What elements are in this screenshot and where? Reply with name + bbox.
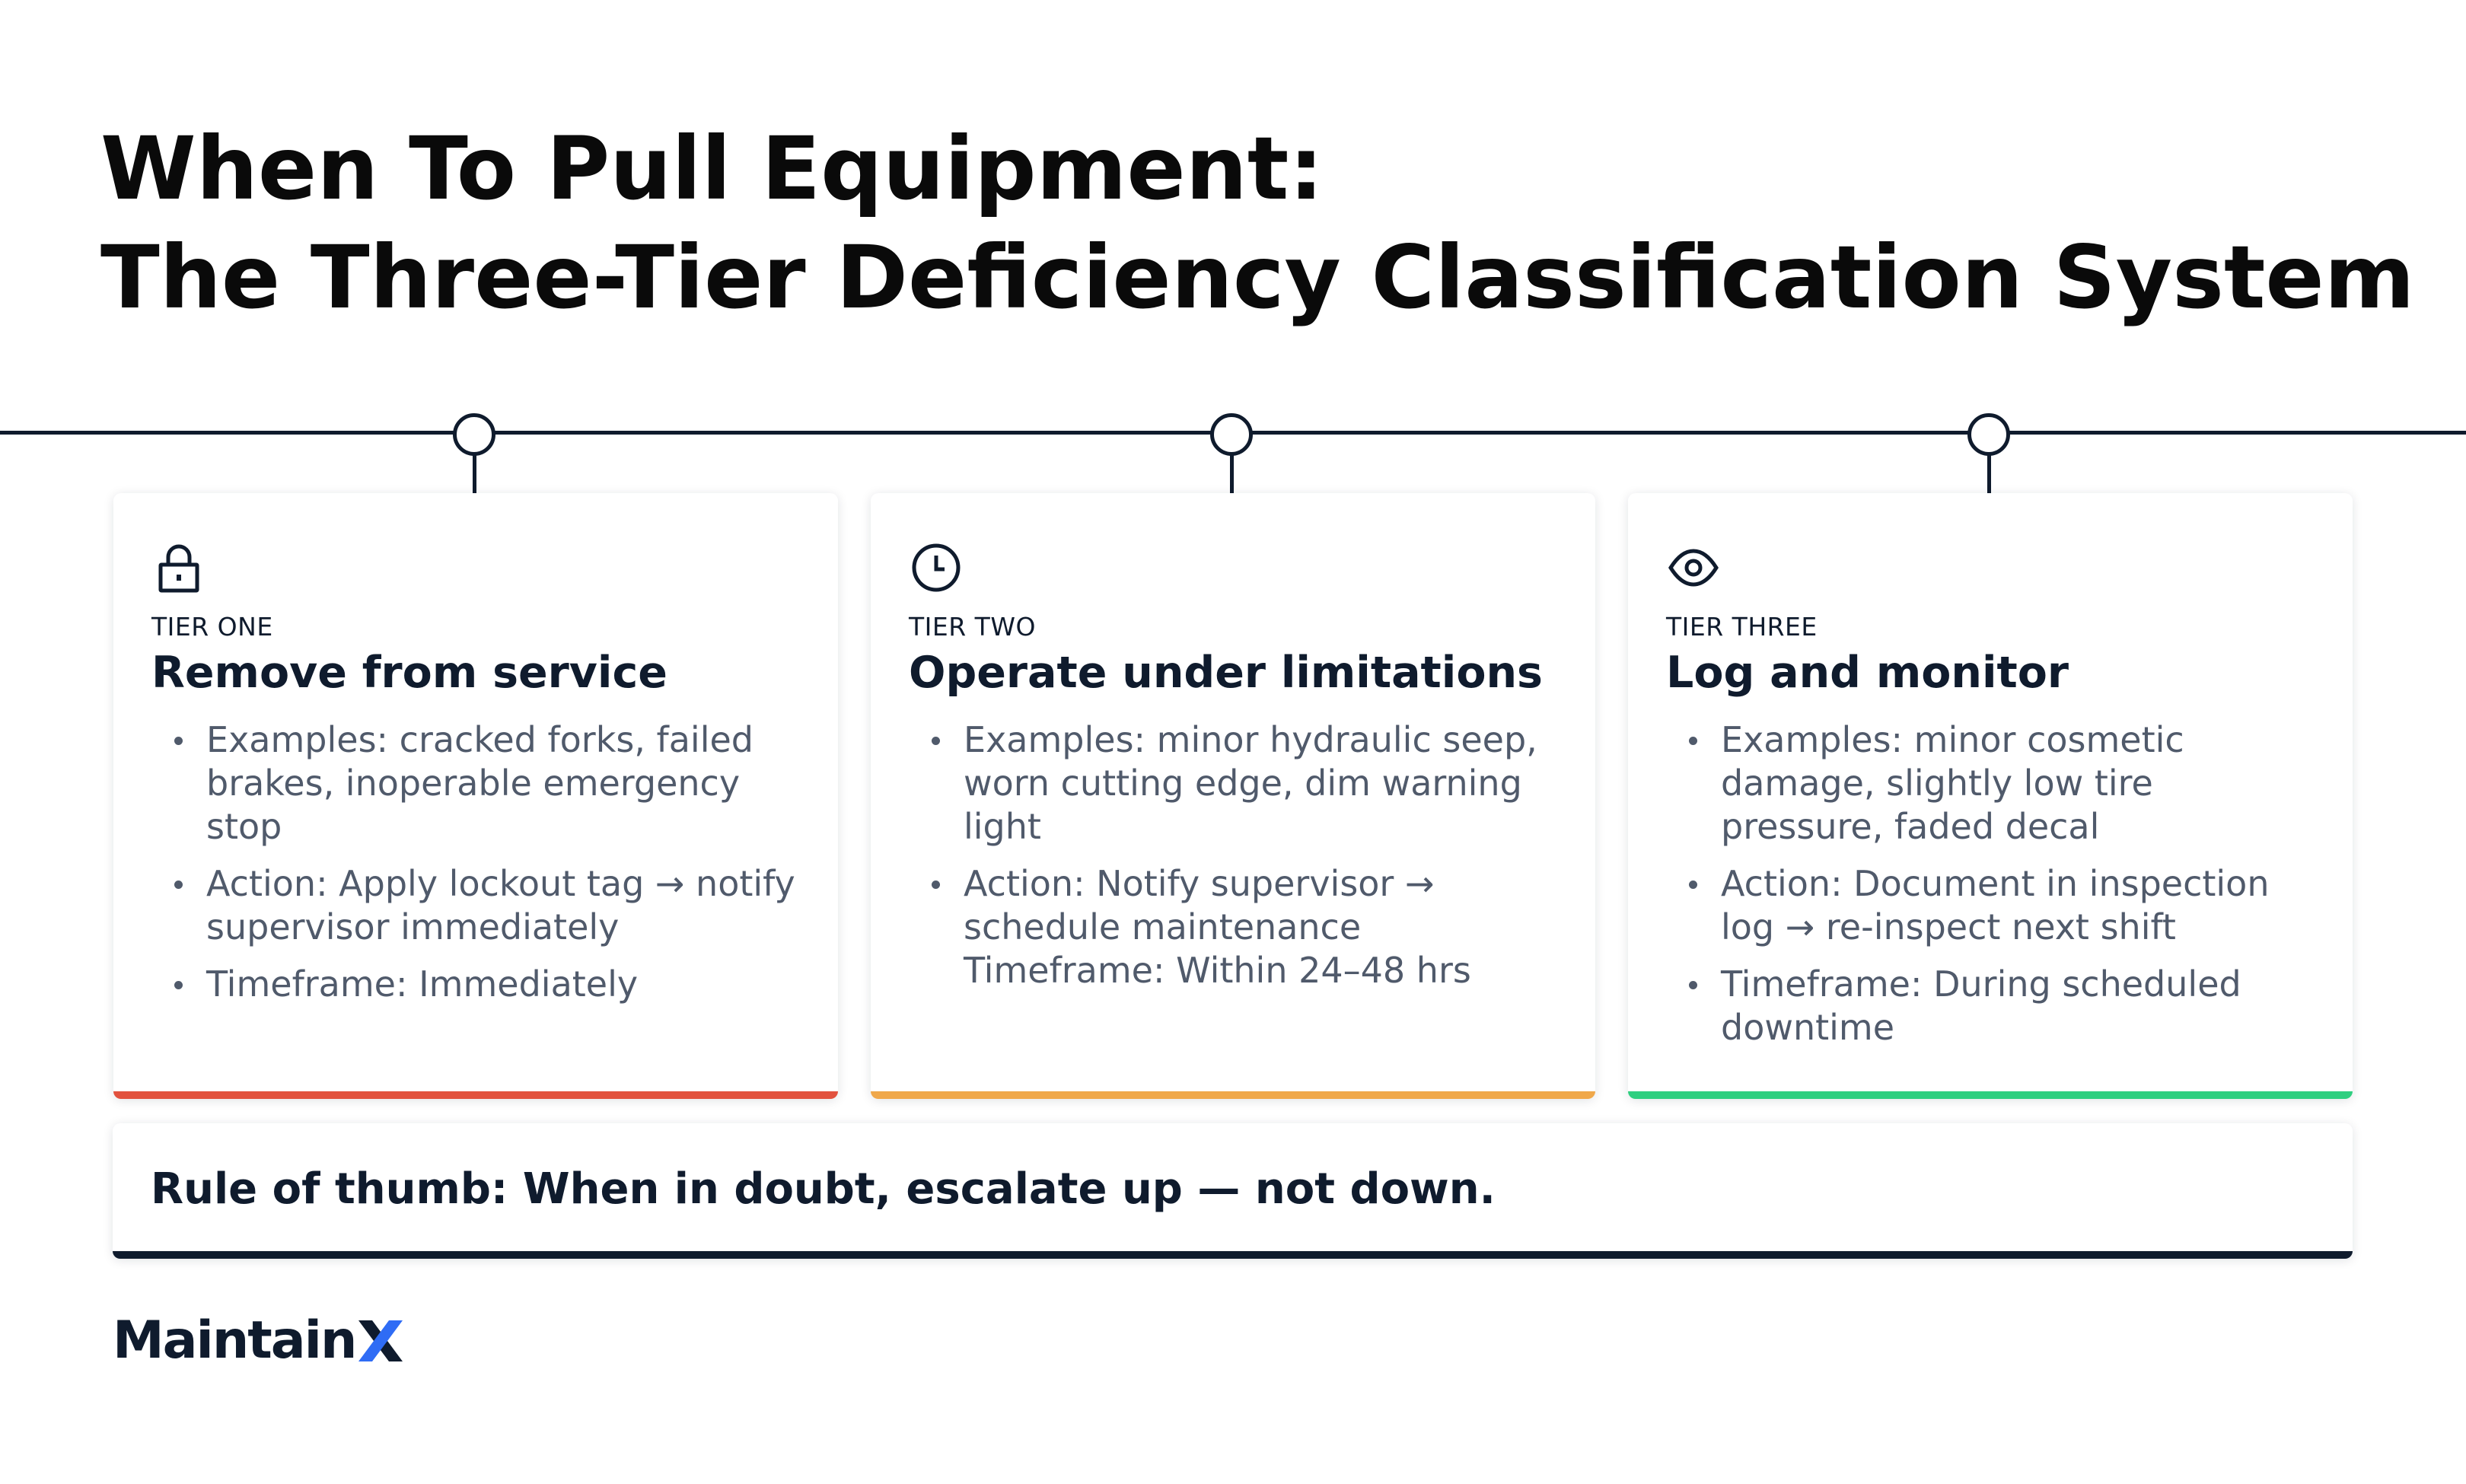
timeline-stem-tier-two <box>1230 454 1234 494</box>
lock-icon <box>158 544 199 593</box>
timeline-stem-tier-one <box>473 454 476 494</box>
logo-wordmark: Maintain <box>113 1310 357 1371</box>
tier-card-two: TIER TWO Operate under limitations Examp… <box>871 493 1595 1099</box>
tier-card-one: TIER ONE Remove from service Examples: c… <box>113 493 838 1099</box>
title-line-2: The Three-Tier Deficiency Classification… <box>100 227 2415 328</box>
tier-bullet-list: Examples: cracked forks, failed brakes, … <box>151 718 800 1006</box>
list-item: Action: Apply lockout tag → notify super… <box>168 862 800 949</box>
list-item: Timeframe: Immediately <box>168 963 800 1006</box>
maintainx-logo: Maintain <box>113 1310 404 1371</box>
tier-label: TIER ONE <box>151 612 273 642</box>
timeline-node-tier-one <box>453 413 495 456</box>
eye-icon <box>1668 549 1719 587</box>
title-line-1: When To Pull Equipment: <box>100 118 1324 219</box>
rule-of-thumb-bar <box>113 1251 2353 1259</box>
rule-of-thumb-text: Rule of thumb: When in doubt, escalate u… <box>151 1164 1496 1214</box>
tier-title: Log and monitor <box>1666 648 2069 698</box>
list-item: Timeframe: During scheduled downtime <box>1683 963 2315 1049</box>
tier-card-three: TIER THREE Log and monitor Examples: min… <box>1628 493 2353 1099</box>
tier-title: Operate under limitations <box>909 648 1543 698</box>
timeline-node-tier-three <box>1967 413 2010 456</box>
tier-bullet-list: Examples: minor cosmetic damage, slightl… <box>1666 718 2315 1049</box>
rule-of-thumb-banner: Rule of thumb: When in doubt, escalate u… <box>113 1123 2353 1259</box>
clock-icon <box>912 543 961 592</box>
list-item: Examples: cracked forks, failed brakes, … <box>168 718 800 849</box>
tier-color-bar <box>113 1091 838 1099</box>
tier-label: TIER THREE <box>1666 612 1818 642</box>
logo-x-mark-icon <box>358 1320 403 1361</box>
tier-color-bar <box>871 1091 1595 1099</box>
list-item: Action: Notify supervisor → schedule mai… <box>926 862 1557 949</box>
timeline-stem-tier-three <box>1987 454 1991 494</box>
tier-bullet-list: Examples: minor hydraulic seep, worn cut… <box>909 718 1557 992</box>
tier-color-bar <box>1628 1091 2353 1099</box>
list-item: Examples: minor hydraulic seep, worn cut… <box>926 718 1557 849</box>
list-item: Action: Document in inspection log → re-… <box>1683 862 2315 949</box>
list-item: Examples: minor cosmetic damage, slightl… <box>1683 718 2315 849</box>
page-title: When To Pull Equipment: The Three-Tier D… <box>100 114 2415 332</box>
tier-label: TIER TWO <box>909 612 1036 642</box>
list-item: Timeframe: Within 24–48 hrs <box>964 950 1471 991</box>
timeline-node-tier-two <box>1210 413 1253 456</box>
tier-title: Remove from service <box>151 648 667 698</box>
